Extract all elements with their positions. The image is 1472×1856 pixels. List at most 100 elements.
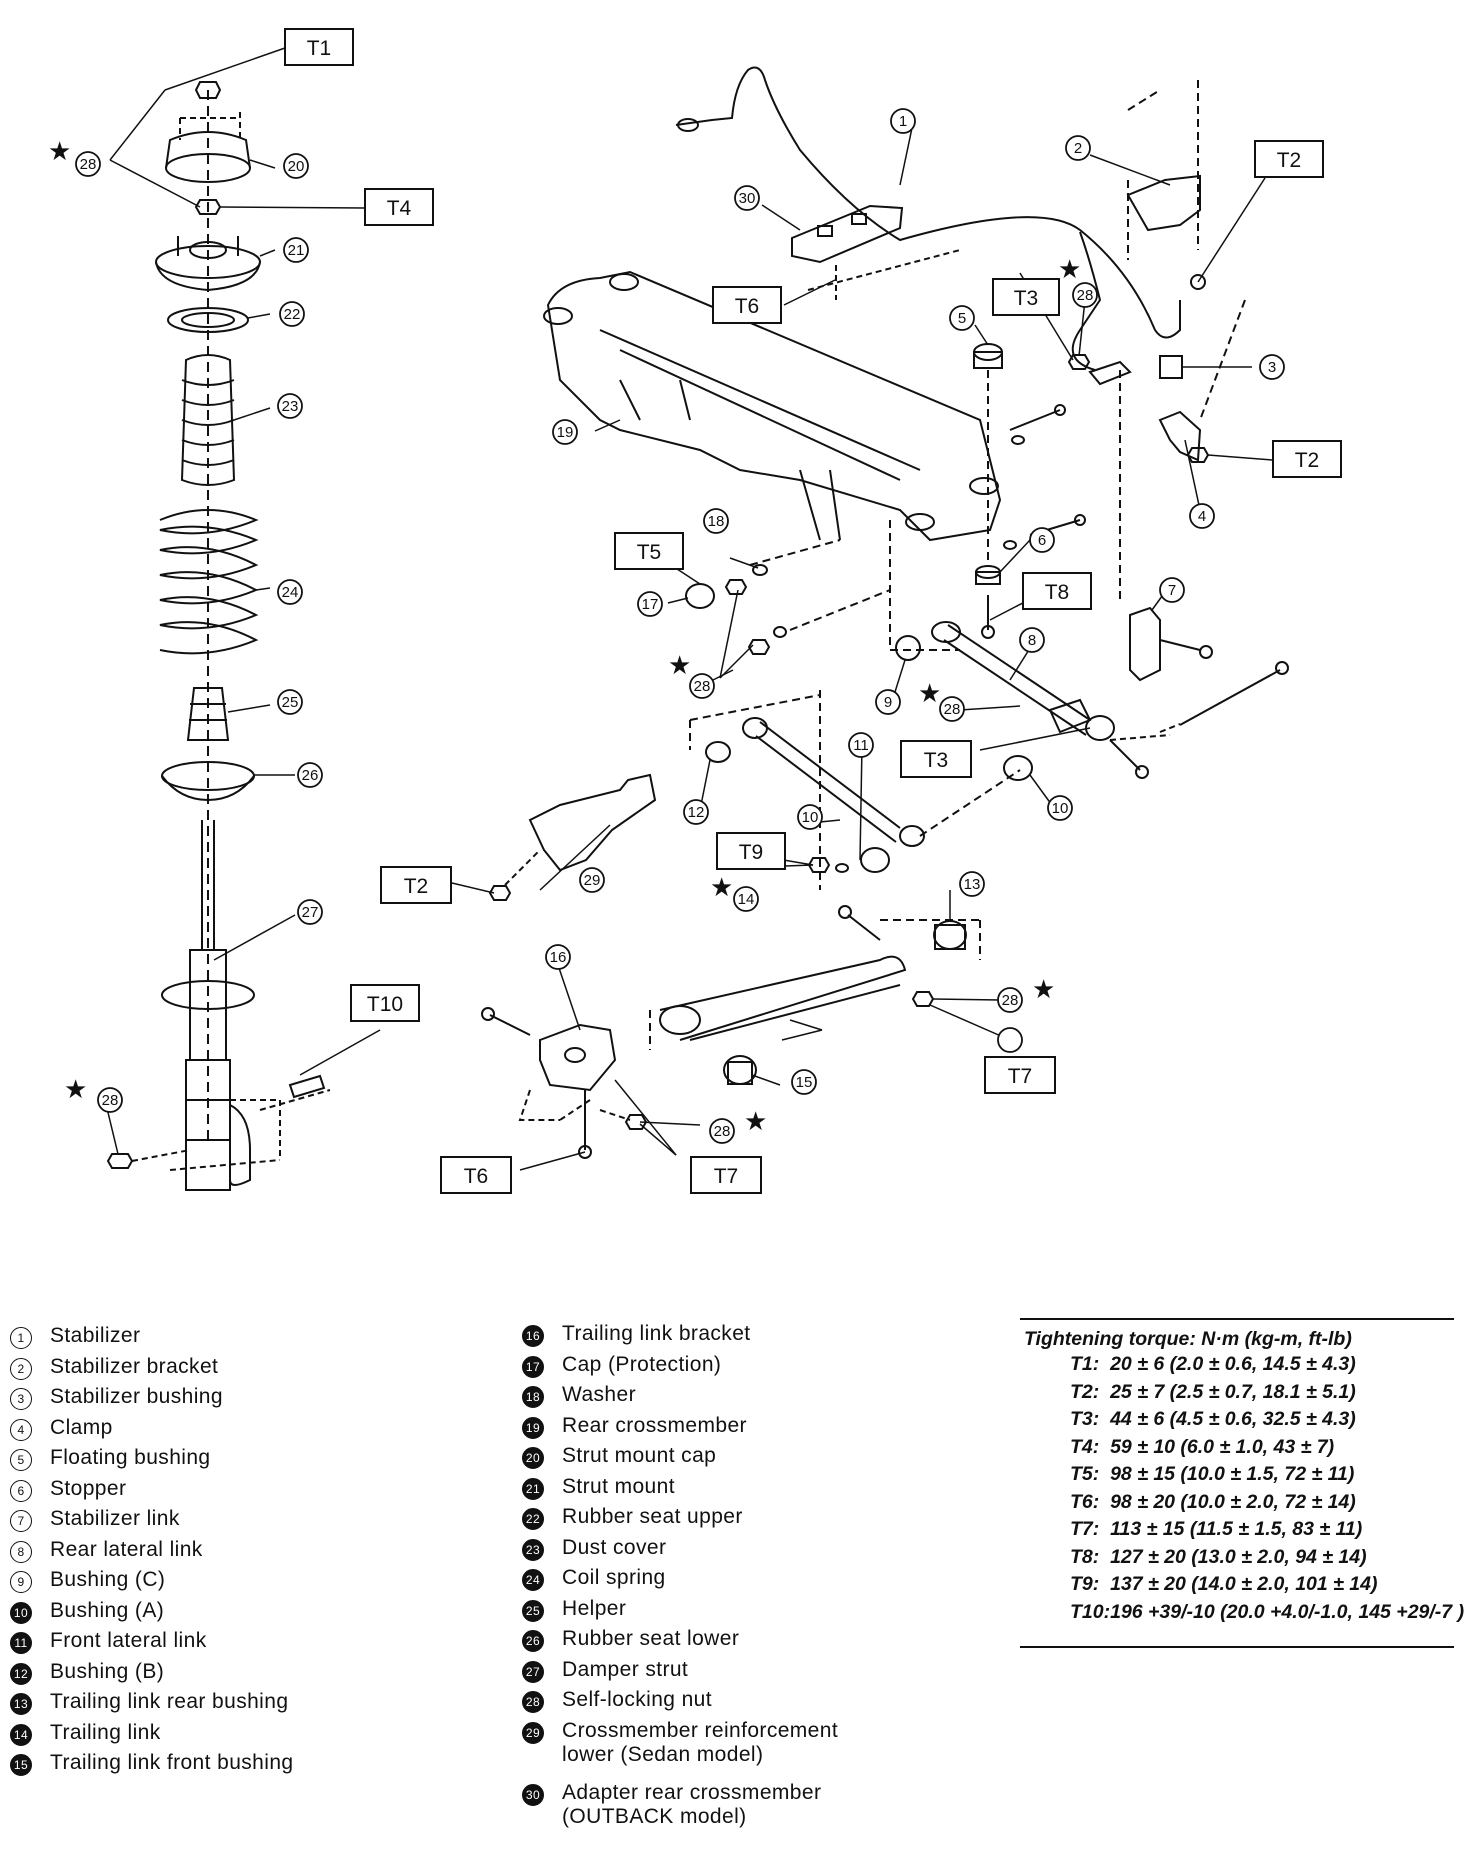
- callout-26: 26: [302, 767, 319, 784]
- callout-19: 19: [557, 424, 574, 441]
- legend-item-label: Trailing link: [50, 1720, 161, 1744]
- callout-4: 4: [1198, 508, 1206, 525]
- legend-item-number: 17: [522, 1355, 544, 1378]
- legend-item-number: 29: [522, 1721, 544, 1744]
- star-icon: ★: [48, 136, 71, 166]
- legend-item: 19 Rear crossmember: [522, 1414, 838, 1445]
- legend-item-label: Coil spring: [562, 1566, 666, 1589]
- legend-item-label: Dust cover: [562, 1535, 667, 1559]
- callout-13: 13: [964, 876, 981, 893]
- callout-22: 22: [284, 306, 301, 323]
- callout-6: 6: [1038, 532, 1046, 549]
- callout-9: 9: [884, 694, 892, 711]
- legend-item-number: 8: [10, 1540, 32, 1563]
- callouts: [75, 108, 1285, 1144]
- star-icon: ★: [1032, 974, 1055, 1004]
- legend-item-number: 22: [522, 1508, 544, 1530]
- strut-assembly: [106, 81, 331, 1191]
- legend-item: 21 Strut mount: [522, 1475, 838, 1506]
- legend-item-number: 20: [522, 1447, 544, 1469]
- legend-item-label: Bushing (A): [50, 1598, 165, 1622]
- legend-item-label: Adapter rear crossmember (OUTBACK model): [562, 1780, 822, 1828]
- callout-17: 17: [642, 596, 659, 613]
- legend-item-label: Strut mount: [562, 1474, 675, 1498]
- torque-box-t7: T7: [690, 1156, 762, 1194]
- legend-item-number: 21: [522, 1477, 544, 1500]
- callout-24: 24: [282, 584, 299, 601]
- legend-item-number: 19: [522, 1416, 544, 1439]
- torque-table-title: Tightening torque: N·m (kg-m, ft-lb): [1024, 1328, 1352, 1350]
- legend-item-label: Self-locking nut: [562, 1688, 712, 1711]
- star-icon: ★: [744, 1106, 767, 1136]
- torque-row: T1: 20 ± 6 (2.0 ± 0.6, 14.5 ± 4.3): [1070, 1353, 1356, 1375]
- callout-28: 28: [1002, 992, 1019, 1009]
- legend-item-number: 14: [10, 1723, 32, 1746]
- star-icon: ★: [1058, 254, 1081, 284]
- legend-item: 20 Strut mount cap: [522, 1444, 838, 1475]
- legend-item: 5 Floating bushing: [10, 1446, 293, 1477]
- legend-item-number: 5: [10, 1449, 32, 1471]
- star-icon: ★: [710, 872, 733, 902]
- torque-box-t5: T5: [614, 532, 684, 570]
- callout-16: 16: [550, 949, 567, 966]
- torque-box-t6: T6: [440, 1156, 512, 1194]
- legend-item-number: 26: [522, 1630, 544, 1652]
- legend-item: 14 Trailing link: [10, 1721, 293, 1752]
- torque-row: T3: 44 ± 6 (4.5 ± 0.6, 32.5 ± 4.3): [1070, 1408, 1356, 1430]
- callout-labels: 28 20 21 22 23 24 25 26 27 28 1 2 3 4 28…: [80, 113, 1277, 1140]
- legend-item-number: 10: [10, 1601, 32, 1624]
- legend-item-number: 30: [522, 1783, 544, 1806]
- legend-item-label: Rubber seat lower: [562, 1627, 740, 1650]
- stabilizer-group: [675, 66, 1246, 682]
- torque-row: T4: 59 ± 10 (6.0 ± 1.0, 43 ± 7): [1070, 1435, 1335, 1458]
- callout-28: 28: [1077, 287, 1094, 304]
- torque-box-t2: T2: [1272, 440, 1342, 478]
- legend-item-number: 27: [522, 1660, 544, 1683]
- legend-item-label: Helper: [562, 1596, 627, 1620]
- torque-box-t6: T6: [712, 286, 782, 324]
- callout-15: 15: [796, 1074, 813, 1091]
- callout-10: 10: [802, 809, 819, 826]
- legend-item: 27 Damper strut: [522, 1658, 838, 1689]
- callout-30: 30: [739, 190, 756, 207]
- legend-item-label: Floating bushing: [50, 1446, 211, 1469]
- legend-item-number: 16: [522, 1325, 544, 1347]
- legend-item-label: Stabilizer: [50, 1324, 141, 1347]
- legend-item-label: Rubber seat upper: [562, 1505, 743, 1528]
- torque-box-t7: T7: [984, 1056, 1056, 1094]
- legend-item-label: Trailing link front bushing: [50, 1751, 294, 1774]
- callout-18: 18: [708, 513, 725, 530]
- trailing-link-group: [481, 905, 981, 1159]
- legend-item-number: 4: [10, 1418, 32, 1441]
- legend-item-label: Strut mount cap: [562, 1444, 717, 1467]
- torque-box-t9: T9: [716, 832, 786, 870]
- lateral-links: [685, 539, 1289, 873]
- callout-5: 5: [958, 310, 966, 327]
- legend-item-label: Damper strut: [562, 1657, 689, 1681]
- callout-11: 11: [853, 737, 869, 754]
- legend-item-label: Rear crossmember: [562, 1413, 747, 1437]
- callout-28: 28: [714, 1123, 731, 1140]
- legend-item-number: 15: [10, 1754, 32, 1776]
- torque-row: T7: 113 ± 15 (11.5 ± 1.5, 83 ± 11): [1070, 1518, 1363, 1540]
- callout-28: 28: [694, 678, 711, 695]
- legend-item: 26 Rubber seat lower: [522, 1627, 838, 1658]
- callout-27: 27: [302, 904, 319, 921]
- callout-28: 28: [944, 701, 961, 718]
- callout-12: 12: [688, 804, 705, 821]
- torque-row: T2: 25 ± 7 (2.5 ± 0.7, 18.1 ± 5.1): [1070, 1380, 1356, 1403]
- legend-item: 22 Rubber seat upper: [522, 1505, 838, 1536]
